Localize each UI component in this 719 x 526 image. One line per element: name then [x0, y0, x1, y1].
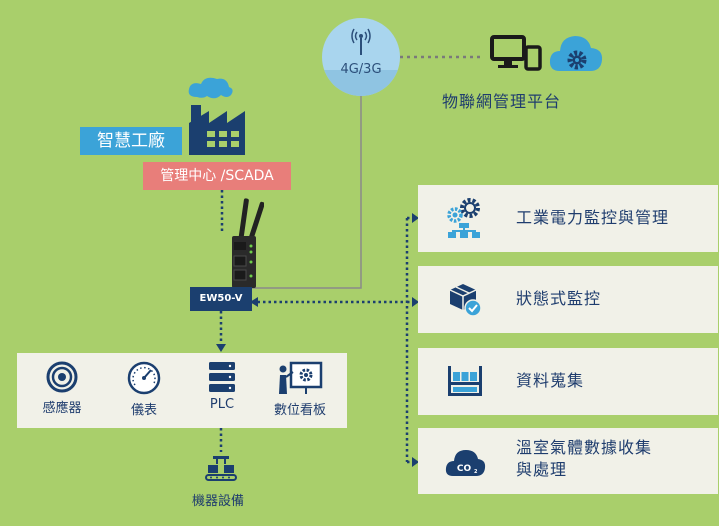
- feature-power-monitoring: 工業電力監控與管理: [418, 185, 718, 252]
- feature-label: 溫室氣體數據收集 與處理: [516, 437, 652, 481]
- feature-label: 狀態式監控: [516, 289, 602, 308]
- feature-status-monitoring: 狀態式監控: [418, 266, 718, 333]
- device-label: 數位看板: [273, 403, 326, 418]
- plc-server-icon: [209, 362, 235, 392]
- network-4g-node: 4G/3G: [322, 18, 400, 96]
- arrow-to-devices: [216, 344, 226, 352]
- cube-check-icon: [449, 284, 482, 317]
- arrow-feature-1: [412, 213, 419, 223]
- device-signage: 數位看板: [265, 361, 335, 418]
- antenna-icon: [351, 28, 371, 55]
- scada-tag: 管理中心 /SCADA: [143, 162, 291, 190]
- smart-factory-tag: 智慧工廠: [80, 127, 182, 155]
- cloud-gear-icon: [549, 36, 603, 71]
- arrow-feature-4: [412, 457, 419, 467]
- data-rack-icon: [448, 366, 482, 396]
- factory-icon: [188, 77, 245, 155]
- platform-label: 物聯網管理平台: [442, 92, 562, 111]
- link-4g-gateway: [252, 96, 362, 289]
- conveyor-icon: [205, 456, 237, 481]
- gauge-icon: [127, 361, 161, 395]
- co2-cloud-icon: CO 2: [445, 450, 486, 476]
- arrow-feature-2: [412, 297, 419, 307]
- device-label: 儀表: [130, 403, 157, 418]
- device-label: 感應器: [42, 401, 82, 416]
- computer-devices-icon: [490, 35, 542, 71]
- feature-ghg-collection: CO 2 溫室氣體數據收集 與處理: [418, 428, 718, 494]
- feature-data-collection: 資料蒐集: [418, 348, 718, 415]
- device-sensor: 感應器: [27, 361, 97, 416]
- router-device-icon: [232, 198, 264, 288]
- machine-label: 機器設備: [191, 494, 244, 509]
- digital-signage-icon: [279, 361, 323, 394]
- device-gauge: 儀表: [109, 361, 179, 418]
- gears-network-icon: [447, 198, 480, 238]
- feature-label: 工業電力監控與管理: [516, 208, 670, 227]
- device-plc: PLC: [187, 361, 257, 412]
- network-label: 4G/3G: [340, 62, 382, 77]
- svg-text:CO: CO: [457, 464, 472, 474]
- feature-label-line2: 與處理: [516, 460, 568, 479]
- device-label: PLC: [209, 397, 235, 412]
- gateway-label: EW50-V: [190, 287, 252, 311]
- field-devices-panel: 感應器 儀表 PLC 數位看板: [17, 353, 347, 428]
- feature-label: 資料蒐集: [516, 371, 585, 390]
- sensor-icon: [46, 361, 78, 393]
- feature-label-line1: 溫室氣體數據收集: [516, 438, 653, 457]
- svg-text:2: 2: [474, 469, 478, 475]
- arrow-to-gateway: [250, 297, 258, 307]
